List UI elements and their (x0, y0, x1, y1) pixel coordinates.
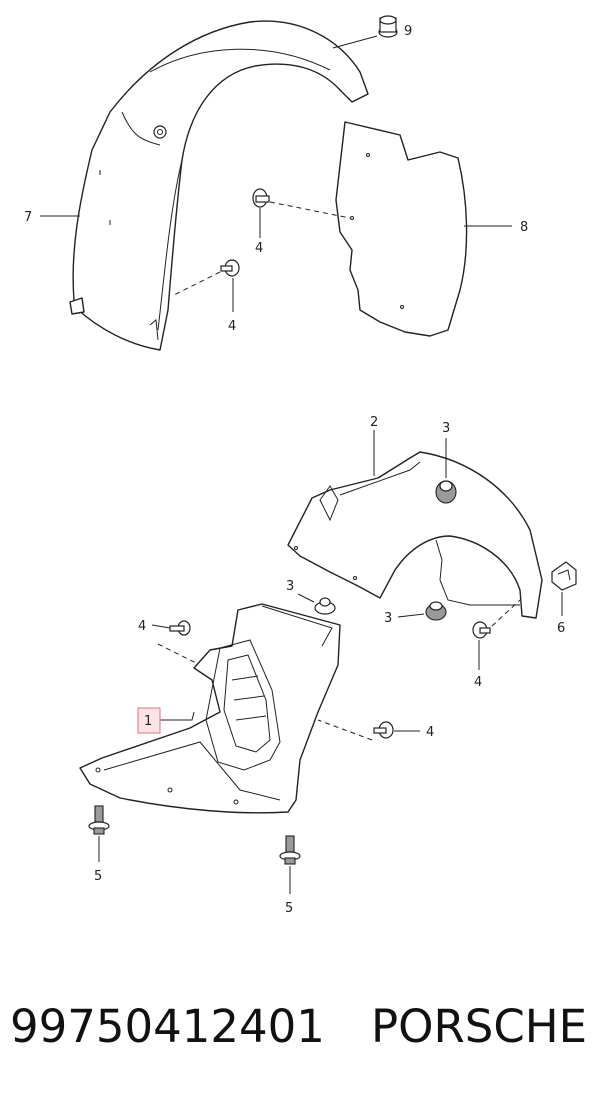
callout-3-c: 3 (384, 611, 392, 626)
screw-fastener-bottom-c (317, 719, 420, 741)
brand-name: PORSCHE (370, 1000, 588, 1053)
nut-fastener-3-c (397, 601, 447, 621)
callout-3-a: 3 (442, 421, 450, 436)
callout-9: 9 (404, 24, 412, 39)
part-number: 99750412401 (10, 1000, 325, 1053)
callout-2: 2 (370, 415, 378, 430)
callout-5-b: 5 (285, 901, 293, 916)
wheel-arch-liner-front-lower (79, 603, 341, 814)
wheel-arch-liner-rear (69, 20, 369, 351)
callout-6: 6 (557, 621, 565, 636)
parts-diagram: 7 8 9 4 4 (24, 15, 577, 916)
callout-3-b: 3 (286, 579, 294, 594)
clip-fastener-6 (551, 561, 577, 616)
nut-fastener-3-a (435, 438, 457, 504)
nut-fastener-3-b (297, 593, 336, 615)
callout-4-bottom-a: 4 (138, 619, 146, 634)
callout-4-top-a: 4 (255, 241, 263, 256)
leader-1 (160, 711, 195, 721)
callout-4-top-b: 4 (228, 319, 236, 334)
screw-fastener-bottom-a (151, 620, 199, 665)
bolt-fastener-5-a (88, 805, 110, 862)
callout-8: 8 (520, 220, 528, 235)
screw-fastener-top-a (252, 188, 351, 238)
callout-4-bottom-c: 4 (426, 725, 434, 740)
part-footer: 99750412401 PORSCHE (10, 1000, 590, 1053)
callout-1: 1 (144, 714, 152, 729)
bolt-fastener-5-b (279, 835, 301, 894)
callout-1-highlight (137, 707, 161, 734)
wheel-arch-liner-front-upper (287, 451, 543, 619)
callout-4-bottom-b: 4 (474, 675, 482, 690)
nut-fastener-9 (332, 15, 398, 49)
screw-fastener-top-b (171, 259, 240, 312)
liner-panel (335, 121, 468, 337)
callout-5-a: 5 (94, 869, 102, 884)
screw-fastener-bottom-b (472, 599, 521, 670)
callout-7: 7 (24, 210, 32, 225)
